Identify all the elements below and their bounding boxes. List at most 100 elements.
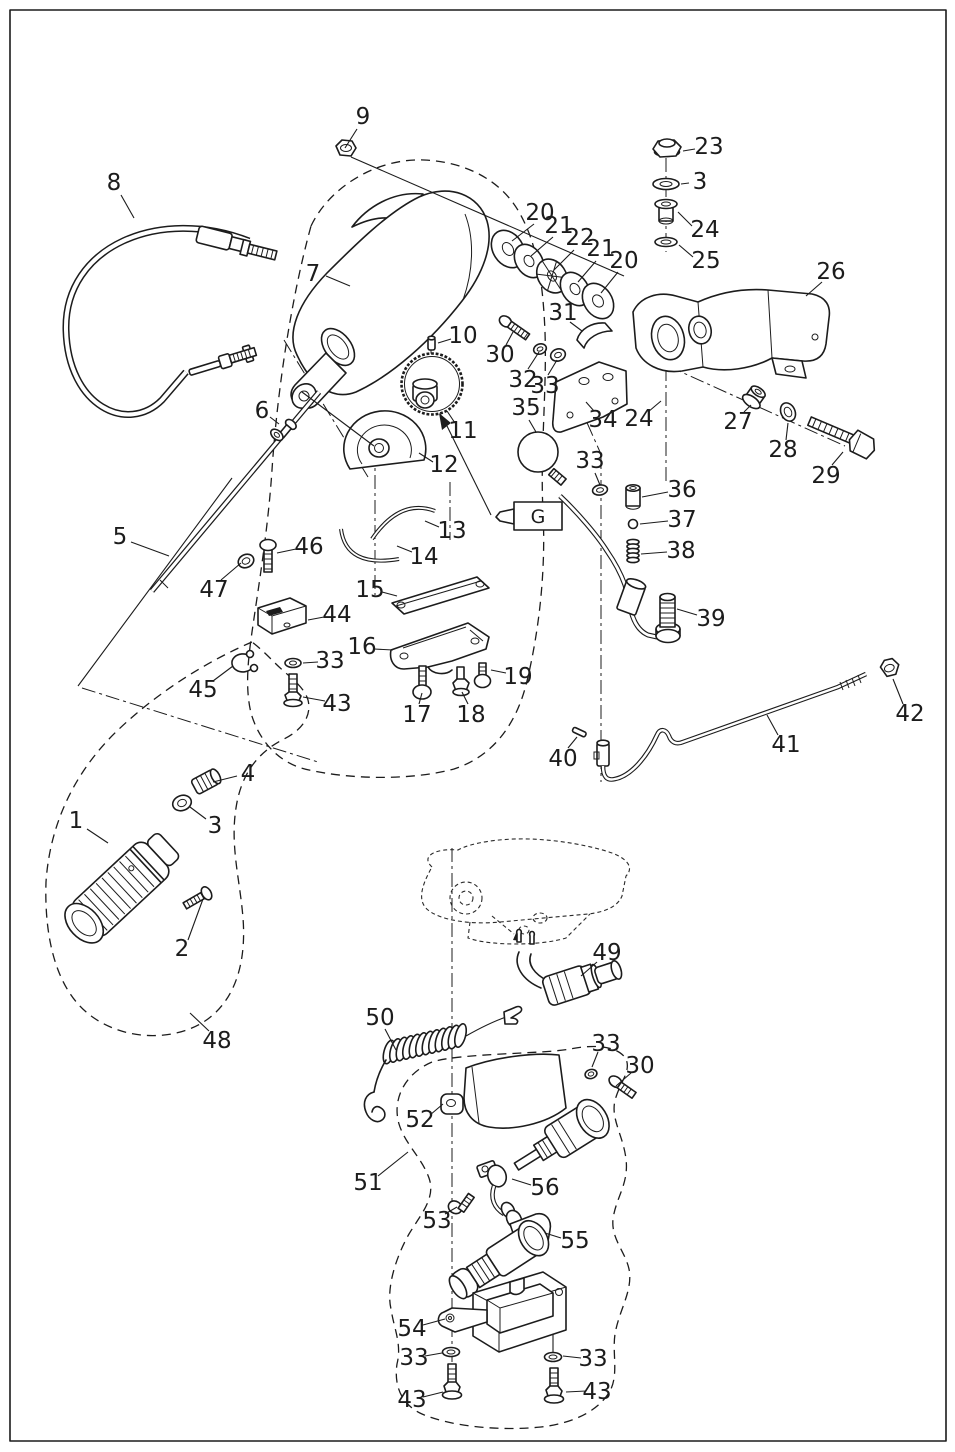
- part-callout-48: 48: [202, 1028, 231, 1054]
- part-19-screw: [473, 662, 492, 689]
- part-13-shoe: [370, 505, 436, 541]
- leader-line-20: [511, 223, 535, 242]
- part-callout-24: 24: [690, 217, 719, 243]
- leader-line-2: [187, 898, 204, 941]
- part-callout-3: 3: [208, 813, 223, 839]
- part-56-clamp: [476, 1160, 523, 1229]
- part-callout-49: 49: [592, 940, 621, 966]
- part-callout-29: 29: [811, 463, 840, 489]
- part-callout-42: 42: [895, 701, 924, 727]
- leader-line-33: [591, 1051, 599, 1068]
- leader-line-38: [640, 551, 668, 555]
- part-43-screw: [283, 673, 303, 708]
- part-4-plug: [190, 768, 222, 795]
- part-callout-47: 47: [199, 577, 228, 603]
- leader-line-13: [424, 520, 440, 528]
- grease-label: G: [531, 506, 546, 528]
- leader-line-31: [569, 321, 583, 332]
- part-callout-51: 51: [353, 1170, 382, 1196]
- part-callout-25: 25: [691, 248, 720, 274]
- leader-line-27: [743, 404, 752, 413]
- part-14-shoe: [339, 528, 400, 563]
- leader-line-23: [682, 148, 696, 152]
- leader-line-51: [377, 1151, 409, 1177]
- leader-line-3: [189, 806, 207, 820]
- part-11-friction-gear: [400, 350, 492, 516]
- part-33-washer: [549, 348, 567, 362]
- leader-line-7: [325, 275, 351, 287]
- part-33-washer: [584, 1068, 598, 1080]
- page-border: [9, 9, 947, 1442]
- part-55-switch-body: [448, 1212, 552, 1300]
- part-callout-2: 2: [175, 936, 190, 962]
- part-callout-45: 45: [188, 677, 217, 703]
- part-callout-33: 33: [575, 448, 604, 474]
- leader-line-14: [396, 545, 413, 553]
- leader-line-18: [461, 691, 469, 705]
- leader-line-11: [446, 410, 456, 424]
- part-42-nut: [879, 657, 900, 678]
- leader-line-43: [422, 1391, 444, 1398]
- part-46-screw: [259, 538, 277, 573]
- part-55-connector-upper: [513, 1098, 610, 1171]
- leader-line-33: [547, 359, 558, 376]
- part-callout-43: 43: [397, 1387, 426, 1413]
- leader-line-9: [344, 128, 358, 149]
- leader-line-33: [562, 1355, 582, 1359]
- leader-line-22: [553, 249, 575, 271]
- part-callout-43: 43: [582, 1379, 611, 1405]
- part-callout-33: 33: [315, 648, 344, 674]
- leader-line-30: [615, 1072, 632, 1087]
- part-callout-10: 10: [448, 323, 477, 349]
- part-callout-43: 43: [322, 691, 351, 717]
- leader-line-49: [580, 961, 598, 977]
- part-37-ball: [627, 518, 639, 530]
- leader-line-15: [381, 591, 398, 597]
- leader-line-54: [422, 1318, 446, 1326]
- part-callout-27: 27: [723, 409, 752, 435]
- leader-line-56: [511, 1178, 532, 1186]
- centerlines: [81, 158, 846, 1388]
- part-8-throttle-cable: [62, 224, 278, 418]
- part-callout-20: 20: [609, 248, 638, 274]
- part-43-screw: [543, 1367, 565, 1404]
- leader-line-33: [424, 1352, 443, 1357]
- part-callout-24: 24: [624, 406, 653, 432]
- part-callout-21: 21: [544, 213, 573, 239]
- leader-line-9: [350, 156, 625, 277]
- part-callout-6: 6: [255, 398, 270, 424]
- part-callout-21: 21: [586, 236, 615, 262]
- part-callout-50: 50: [365, 1005, 394, 1031]
- leader-line-33: [302, 661, 319, 664]
- leader-line-55: [544, 1232, 562, 1239]
- part-49-stop-switch: [516, 951, 623, 1006]
- leader-line-36: [641, 491, 669, 498]
- ghost-housing-reference: [421, 838, 630, 945]
- part-24-bushing: [654, 198, 678, 225]
- part-35-shift-rod: [517, 431, 681, 644]
- part-callout-31: 31: [548, 300, 577, 326]
- part-callout-19: 19: [503, 664, 532, 690]
- part-callout-33: 33: [578, 1346, 607, 1372]
- part-callout-53: 53: [422, 1208, 451, 1234]
- part-callout-28: 28: [768, 437, 797, 463]
- part-28-washer: [779, 402, 797, 422]
- part-17-screw: [412, 665, 432, 700]
- part-callout-4: 4: [241, 761, 256, 787]
- leader-line-3: [680, 182, 690, 185]
- leader-line-12: [418, 452, 434, 463]
- part-45-clip: [231, 649, 259, 673]
- part-callout-55: 55: [560, 1228, 589, 1254]
- part-callout-39: 39: [696, 606, 725, 632]
- part-callout-30: 30: [485, 342, 514, 368]
- leader-line-45: [212, 665, 234, 682]
- part-12-cover: [301, 391, 427, 470]
- part-47-washer: [237, 553, 255, 569]
- part-2-screw: [182, 886, 213, 910]
- leader-line-28: [785, 422, 789, 441]
- leader-line-47: [220, 562, 242, 581]
- leader-line-50: [384, 1028, 397, 1051]
- part-callout-11: 11: [448, 418, 477, 444]
- leader-line-21: [577, 260, 597, 283]
